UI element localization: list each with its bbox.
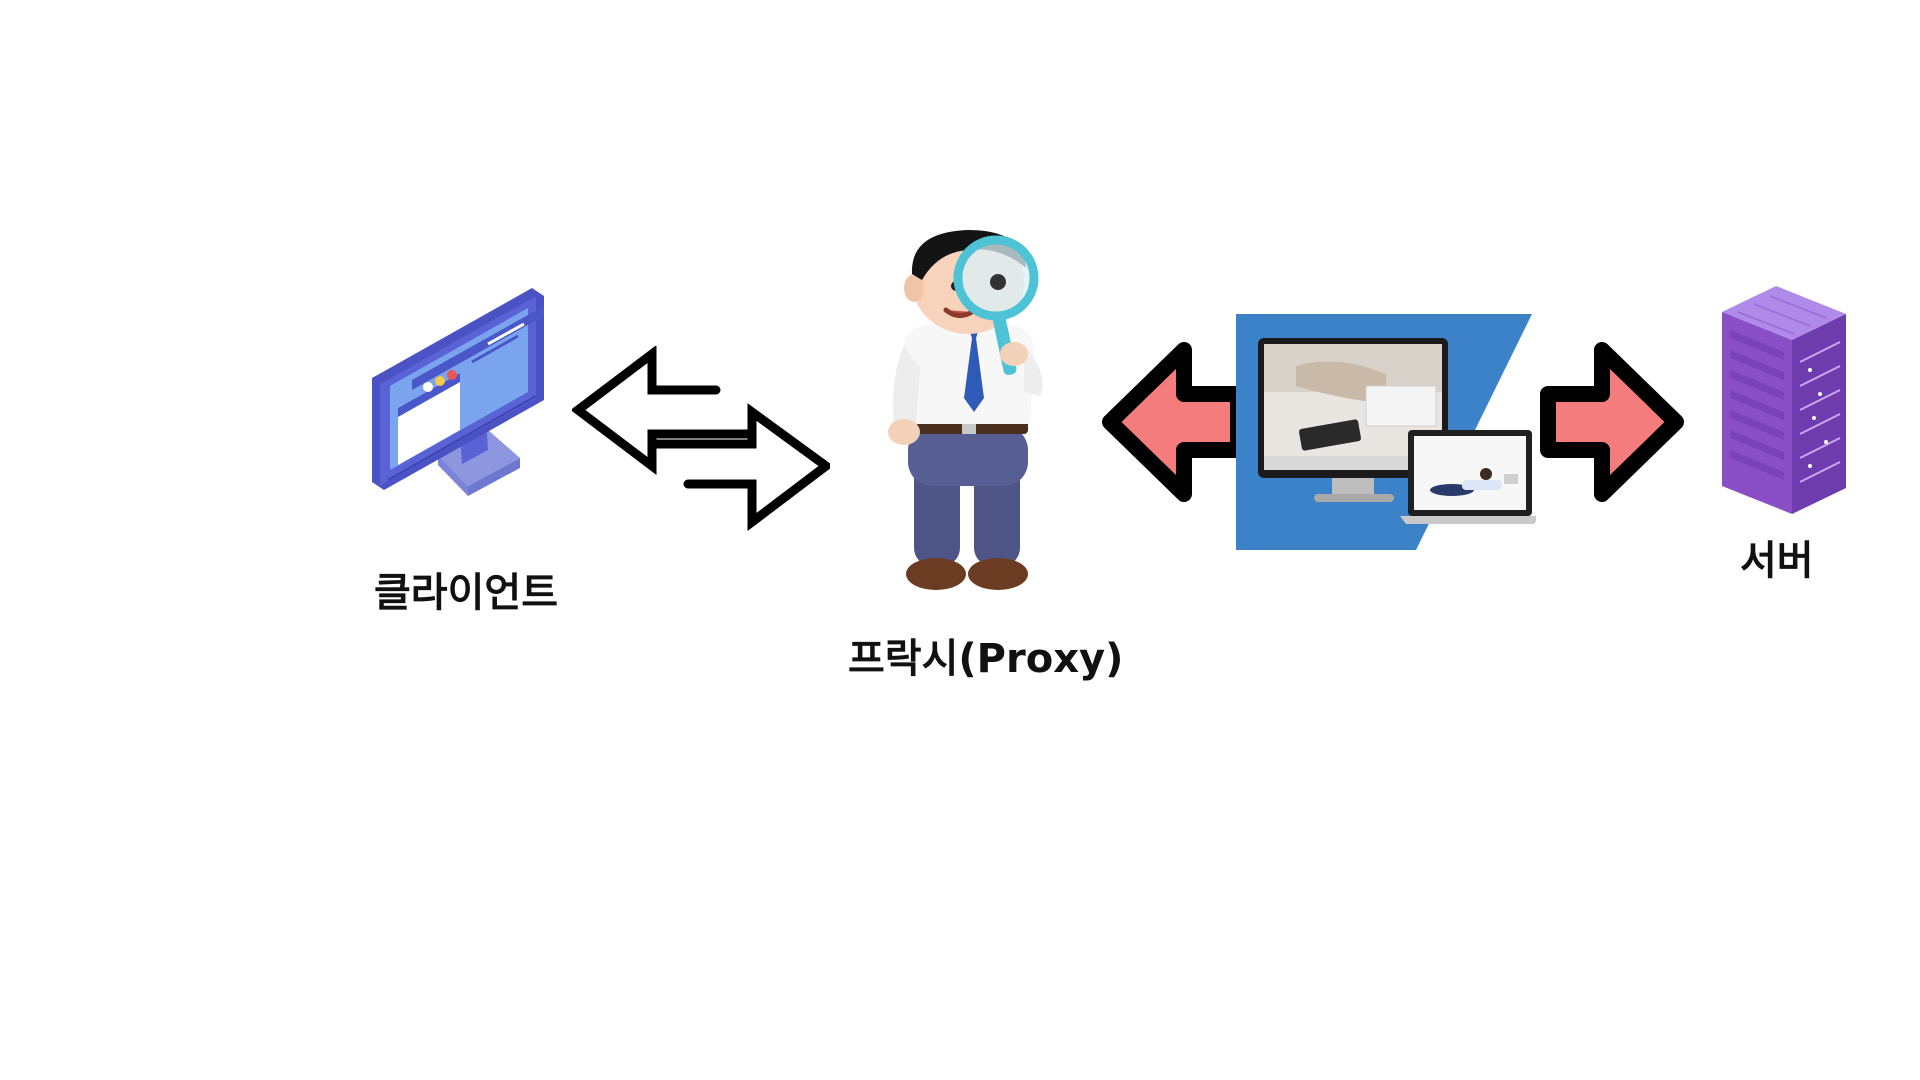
middle-image-node bbox=[1236, 314, 1536, 550]
client-node bbox=[368, 280, 560, 520]
proxy-node bbox=[864, 228, 1072, 598]
proxy-screen-connector bbox=[1098, 338, 1242, 506]
left-arrow-icon bbox=[1102, 342, 1242, 502]
businessman-magnifier-icon bbox=[888, 230, 1043, 590]
devices-photo-icon bbox=[1236, 314, 1536, 550]
server-label: 서버 bbox=[1740, 538, 1814, 584]
server-node bbox=[1718, 284, 1850, 516]
server-rack-icon bbox=[1722, 286, 1846, 514]
monitor-icon bbox=[372, 288, 544, 496]
proxy-label: 프락시(Proxy) bbox=[848, 636, 1124, 682]
client-proxy-connector bbox=[572, 346, 830, 532]
bidirectional-outline-arrows-icon bbox=[572, 346, 830, 532]
client-label: 클라이언트 bbox=[374, 570, 558, 616]
screen-server-connector bbox=[1540, 338, 1688, 506]
right-arrow-icon bbox=[1540, 342, 1684, 502]
